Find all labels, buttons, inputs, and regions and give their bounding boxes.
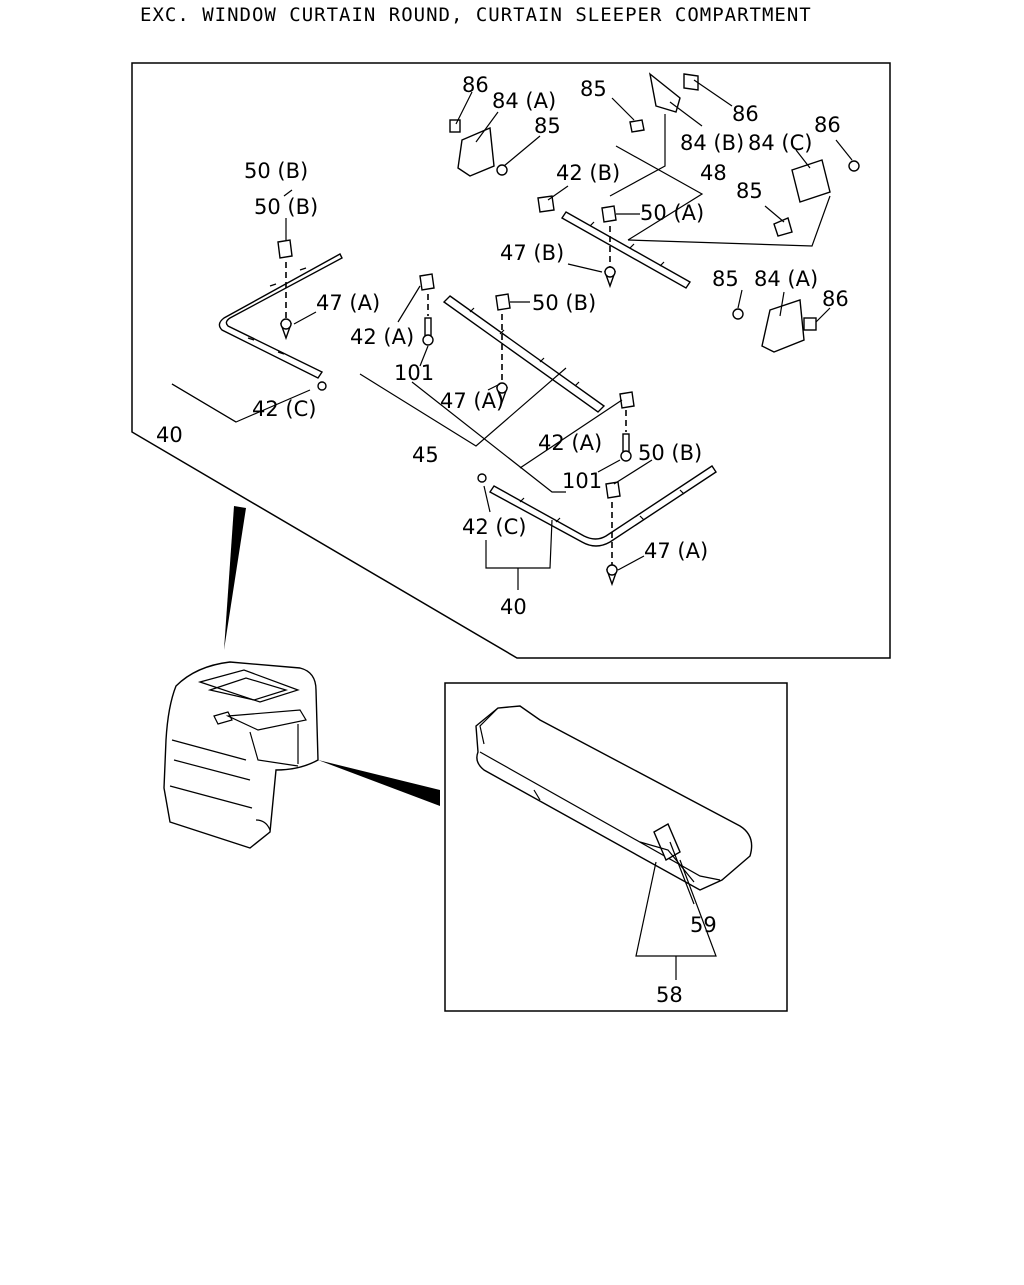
bracket-84a-top: [449, 119, 508, 177]
label-47b: 47 (B): [500, 241, 564, 265]
label-42c-a: 42 (C): [252, 397, 316, 421]
clip-42b: [537, 195, 555, 213]
inset-detail-frame: [444, 682, 788, 1012]
bracket-84b: [629, 72, 699, 133]
main-detail-frame: [131, 62, 891, 659]
label-50b-a: 50 (B): [244, 159, 308, 183]
label-50b-c: 50 (B): [532, 291, 596, 315]
clip-50b-left: [277, 239, 293, 318]
label-50b-b: 50 (B): [254, 195, 318, 219]
clip-42a-lower: [619, 391, 635, 432]
label-42b: 42 (B): [556, 161, 620, 185]
label-85-c: 85: [736, 179, 763, 203]
curtain-rail-48: [560, 211, 692, 289]
pointer-wedge-main: [224, 506, 246, 650]
label-86-b: 86: [732, 102, 759, 126]
screw-101-lower: [620, 433, 632, 462]
nut-42c-right: [477, 473, 487, 483]
screw-47a-left: [280, 318, 292, 341]
label-101-a: 101: [394, 361, 434, 385]
label-101-b: 101: [562, 469, 602, 493]
label-47a-b: 47 (A): [440, 389, 504, 413]
label-85-a: 85: [580, 77, 607, 101]
label-42a-a: 42 (A): [350, 325, 414, 349]
nut-42c-left: [317, 381, 327, 391]
label-45: 45: [412, 443, 439, 467]
bracket-84c: [773, 159, 860, 237]
screw-101-upper: [422, 317, 434, 346]
sun-visor-illustration: [475, 705, 753, 980]
screw-47a-lower: [606, 564, 618, 587]
label-50b-d: 50 (B): [638, 441, 702, 465]
leader-lines: [171, 79, 853, 590]
bracket-84a-right: [732, 299, 817, 353]
label-59: 59: [690, 913, 717, 937]
label-42a-b: 42 (A): [538, 431, 602, 455]
label-85-d: 85: [712, 267, 739, 291]
label-86-a: 86: [462, 73, 489, 97]
curtain-rail-left: [218, 253, 343, 379]
label-85-b: 85: [534, 114, 561, 138]
curtain-rail-center: [442, 295, 606, 413]
label-86-d: 86: [822, 287, 849, 311]
curtain-rail-right: [488, 465, 717, 547]
label-47a-c: 47 (A): [644, 539, 708, 563]
pointer-wedge-inset: [318, 760, 440, 806]
clip-42a-upper: [419, 273, 435, 316]
clip-50a: [601, 205, 617, 268]
label-50a: 50 (A): [640, 201, 704, 225]
truck-cab-illustration: [163, 661, 319, 849]
screw-47a-center: [496, 382, 508, 405]
diagram-title: EXC. WINDOW CURTAIN ROUND, CURTAIN SLEEP…: [140, 4, 812, 26]
label-47a-a: 47 (A): [316, 291, 380, 315]
label-84a-top: 84 (A): [492, 89, 556, 113]
label-40-b: 40: [500, 595, 527, 619]
label-58: 58: [656, 983, 683, 1007]
label-84b: 84 (B): [680, 131, 744, 155]
label-40-a: 40: [156, 423, 183, 447]
label-84a-right: 84 (A): [754, 267, 818, 291]
clip-50b-lower: [605, 481, 621, 566]
clip-50b-center: [495, 293, 511, 384]
part-labels: 86 84 (A) 85 85 86 84 (B) 84 (C) 86 42 (…: [156, 73, 849, 1007]
label-48: 48: [700, 161, 727, 185]
label-42c-b: 42 (C): [462, 515, 526, 539]
label-84c: 84 (C): [748, 131, 812, 155]
label-86-c: 86: [814, 113, 841, 137]
screw-47b: [604, 266, 616, 289]
